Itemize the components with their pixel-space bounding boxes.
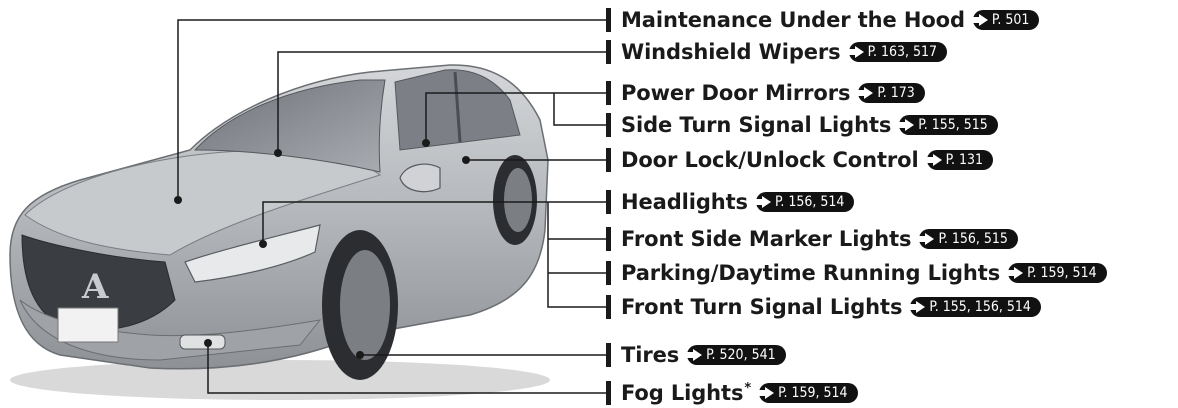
label-front-turn-signal-lights: Front Turn Signal Lights P. 155, 156, 51…	[606, 293, 1041, 321]
label-front-side-marker-lights: Front Side Marker Lights P. 156, 515	[606, 225, 1018, 253]
car-mirror	[399, 163, 441, 193]
page-ref-text: P. 520, 541	[706, 347, 776, 363]
label-windshield-wipers: Windshield Wipers P. 163, 517	[606, 38, 948, 66]
leader-lines	[177, 19, 606, 394]
label-bar	[606, 227, 611, 251]
label-bar	[606, 343, 611, 367]
page-ref-link[interactable]: P. 173	[856, 83, 925, 103]
page-ref-text: P. 159, 514	[778, 385, 848, 401]
arrow-right-icon	[924, 154, 942, 166]
label-maintenance-under-hood: Maintenance Under the Hood P. 501	[606, 6, 1040, 34]
label-headlights: Headlights P. 156, 514	[606, 188, 855, 216]
car-grille	[21, 234, 176, 331]
asterisk-note: *	[744, 381, 752, 396]
arrow-right-icon	[856, 87, 874, 99]
label-fog-lights: Fog Lights* P. 159, 514	[606, 379, 858, 407]
car-hood	[24, 149, 382, 256]
page-ref-link[interactable]: P. 131	[924, 150, 994, 170]
page-ref-link[interactable]: P. 155, 515	[897, 115, 998, 135]
label-text: Front Side Marker Lights	[621, 227, 912, 251]
page-ref-text: P. 131	[945, 152, 984, 168]
arrow-right-icon	[753, 196, 771, 208]
page-ref-link[interactable]: P. 520, 541	[685, 345, 786, 365]
page-ref-link[interactable]: P. 156, 515	[917, 229, 1018, 249]
label-bar	[606, 113, 611, 137]
page-ref-link[interactable]: P. 159, 514	[757, 383, 858, 403]
arrow-right-icon	[897, 119, 915, 131]
page-ref-link[interactable]: P. 163, 517	[846, 42, 948, 62]
label-door-lock-unlock-control: Door Lock/Unlock Control P. 131	[606, 146, 994, 174]
label-bar	[606, 190, 611, 214]
label-text: Maintenance Under the Hood	[621, 8, 965, 32]
label-parking-daytime-running-lights: Parking/Daytime Running Lights P. 159, 5…	[606, 259, 1107, 287]
label-bar	[606, 40, 611, 64]
page-ref-link[interactable]: P. 156, 514	[753, 192, 855, 212]
page-ref-text: P. 155, 156, 514	[929, 299, 1031, 315]
page-ref-link[interactable]: P. 501	[970, 10, 1040, 30]
page-ref-text: P. 156, 514	[774, 194, 845, 210]
page-ref-text: P. 155, 515	[918, 117, 988, 133]
page-ref-text: P. 159, 514	[1027, 265, 1097, 281]
label-text: Power Door Mirrors	[621, 81, 851, 105]
label-tires: Tires P. 520, 541	[606, 341, 786, 369]
label-bar	[606, 381, 611, 405]
arrow-right-icon	[685, 349, 703, 361]
label-text: Tires	[621, 343, 680, 367]
label-bar	[606, 81, 611, 105]
label-power-door-mirrors: Power Door Mirrors P. 173	[606, 79, 925, 107]
car-headlight	[184, 224, 321, 283]
acura-logo-icon: A	[81, 267, 109, 307]
page-ref-text: P. 501	[991, 12, 1030, 28]
label-text: Fog Lights*	[621, 381, 751, 405]
arrow-right-icon	[757, 387, 775, 399]
arrow-right-icon	[917, 233, 935, 245]
leader-dots	[174, 139, 470, 359]
label-text: Side Turn Signal Lights	[621, 113, 892, 137]
label-bar	[606, 148, 611, 172]
car-shadow	[10, 360, 550, 400]
label-text: Door Lock/Unlock Control	[621, 148, 919, 172]
label-bar	[606, 295, 611, 319]
label-text: Front Turn Signal Lights	[621, 295, 903, 319]
fog-light	[179, 334, 226, 350]
page-ref-text: P. 163, 517	[867, 44, 938, 60]
label-text: Parking/Daytime Running Lights	[621, 261, 1001, 285]
arrow-right-icon	[846, 46, 864, 58]
label-text-main: Fog Lights	[621, 381, 744, 405]
label-side-turn-signal-lights: Side Turn Signal Lights P. 155, 515	[606, 111, 998, 139]
label-text: Windshield Wipers	[621, 40, 841, 64]
page-ref-link[interactable]: P. 159, 514	[1006, 263, 1107, 283]
page-ref-text: P. 156, 515	[938, 231, 1008, 247]
arrow-right-icon	[908, 301, 926, 313]
label-bar	[606, 261, 611, 285]
arrow-right-icon	[970, 14, 988, 26]
label-text: Headlights	[621, 190, 748, 214]
arrow-right-icon	[1006, 267, 1024, 279]
page-ref-link[interactable]: P. 155, 156, 514	[908, 297, 1041, 317]
license-plate	[57, 307, 119, 343]
label-bar	[606, 8, 611, 32]
page-ref-text: P. 173	[877, 85, 915, 101]
